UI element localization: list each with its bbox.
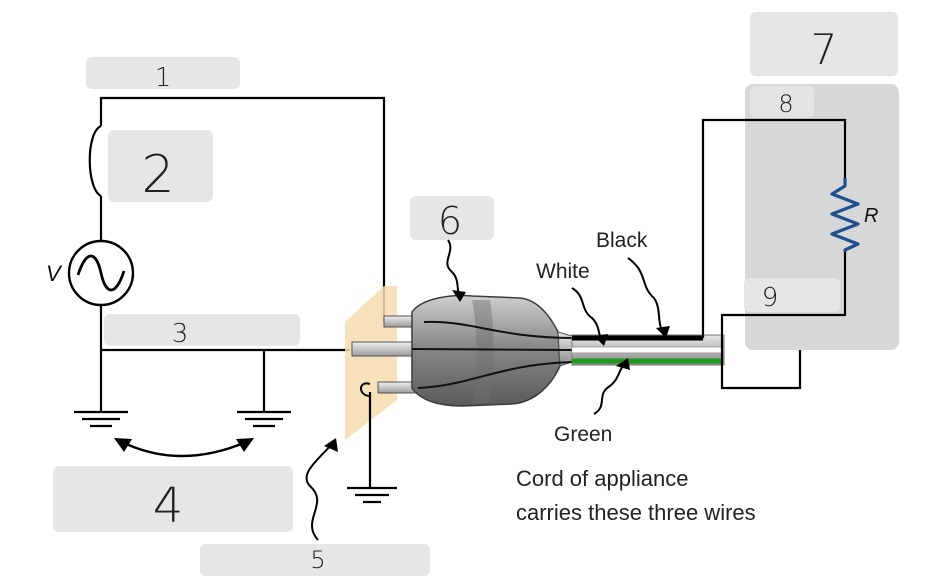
resistor-icon [830, 178, 860, 252]
label-box-1 [86, 57, 240, 89]
label-4: 4 [153, 478, 184, 534]
label-box-5 [200, 544, 430, 576]
ground-icon-outlet [347, 486, 397, 504]
caption-line-2: carries these three wires [516, 500, 756, 525]
label-box-9 [744, 278, 840, 312]
ac-source [67, 239, 135, 307]
label-box-3 [104, 314, 300, 346]
label-9: 9 [762, 283, 779, 313]
caption-line-1: Cord of appliance [516, 466, 688, 491]
black-wire-label: Black [596, 229, 648, 252]
white-wire-label: White [536, 260, 590, 283]
label-box-7 [750, 12, 898, 76]
double-arrow-icon [114, 438, 254, 458]
label-box-6 [410, 196, 494, 240]
label-5: 5 [310, 546, 325, 574]
arrowheads [324, 290, 670, 452]
ground-icon-left [74, 410, 128, 428]
label-3: 3 [172, 319, 189, 349]
green-wire-label: Green [554, 423, 612, 446]
source-wiring [88, 96, 386, 412]
label-box-2 [108, 130, 213, 202]
voltage-symbol: V [46, 261, 63, 286]
resistor-symbol: R [864, 205, 878, 227]
label-box-4 [53, 466, 293, 532]
label-1: 1 [155, 63, 172, 93]
sine-icon [76, 254, 126, 292]
appliance-wiring [701, 118, 847, 390]
plug-internal-wires [411, 320, 573, 389]
ground-icon-middle [237, 410, 291, 428]
label-2: 2 [141, 145, 174, 205]
label-8: 8 [778, 90, 793, 118]
label-box-8 [750, 86, 814, 118]
label-6: 6 [438, 199, 462, 243]
label-7: 7 [811, 25, 838, 74]
pointer-arrows [305, 239, 665, 541]
